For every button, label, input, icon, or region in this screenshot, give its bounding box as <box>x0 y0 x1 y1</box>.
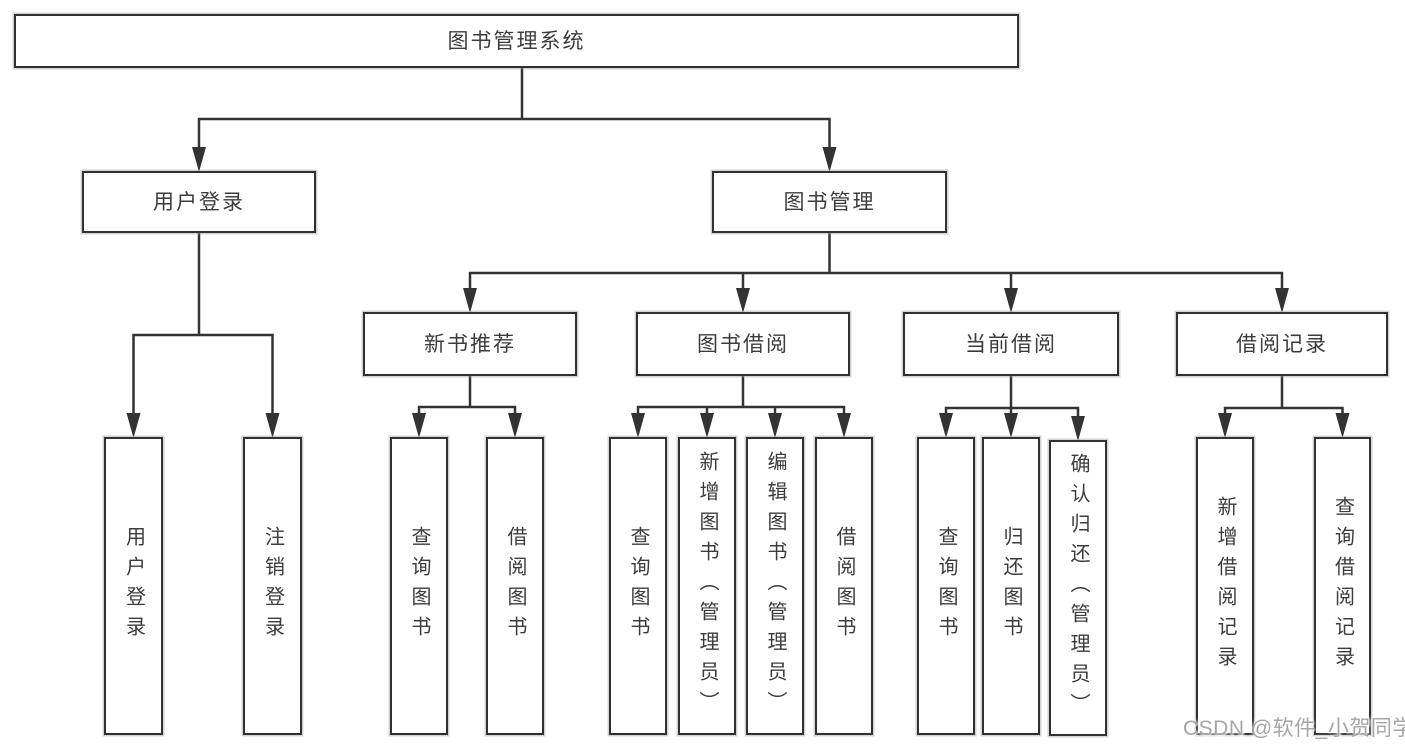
arrowhead <box>822 147 837 172</box>
arrowhead <box>1071 416 1085 441</box>
node-cb-return-books: 归还图书 <box>982 437 1040 735</box>
node-br-query-record: 查询借阅记录 <box>1314 437 1371 735</box>
node-borrow-record: 借阅记录 <box>1176 312 1388 376</box>
node-br-add-record: 新增借阅记录 <box>1196 437 1254 735</box>
arrowhead <box>126 413 141 438</box>
arrowhead <box>1004 288 1018 313</box>
csdn-watermark: CSDN @软件_小贺同学 <box>1183 717 1405 740</box>
arrowhead <box>700 413 714 438</box>
node-cb-confirm-return: 确认归还（管理员） <box>1049 440 1107 736</box>
arrowhead <box>768 413 782 438</box>
node-user-login-leaf: 用户登录 <box>104 437 163 735</box>
node-book-mgmt: 图书管理 <box>712 171 947 233</box>
arrowhead <box>412 413 426 438</box>
arrowhead <box>463 288 477 313</box>
arrowhead <box>631 413 645 438</box>
node-nbr-query-books: 查询图书 <box>390 437 448 735</box>
node-user-login: 用户登录 <box>82 171 316 233</box>
node-bb-edit-books: 编辑图书（管理员） <box>746 437 804 735</box>
arrowhead <box>939 413 953 438</box>
node-logout-leaf: 注销登录 <box>243 437 302 735</box>
arrowhead <box>265 413 280 438</box>
node-new-book-rec: 新书推荐 <box>363 312 577 376</box>
node-cb-query-books: 查询图书 <box>917 437 975 735</box>
node-bb-add-books: 新增图书（管理员） <box>678 437 736 735</box>
arrowhead <box>1218 413 1232 438</box>
node-bb-borrow-books: 借阅图书 <box>815 437 873 735</box>
arrowhead <box>508 413 522 438</box>
node-book-borrow: 图书借阅 <box>636 312 850 376</box>
arrowhead <box>837 413 851 438</box>
node-current-borrow: 当前借阅 <box>903 312 1119 376</box>
node-root: 图书管理系统 <box>14 14 1019 68</box>
arrowhead <box>1004 413 1018 438</box>
node-nbr-borrow-books: 借阅图书 <box>486 437 544 735</box>
arrowhead <box>1275 288 1289 313</box>
arrowhead <box>736 288 750 313</box>
arrowhead <box>1335 413 1350 438</box>
node-bb-query-books: 查询图书 <box>609 437 667 735</box>
arrowhead <box>192 147 206 172</box>
